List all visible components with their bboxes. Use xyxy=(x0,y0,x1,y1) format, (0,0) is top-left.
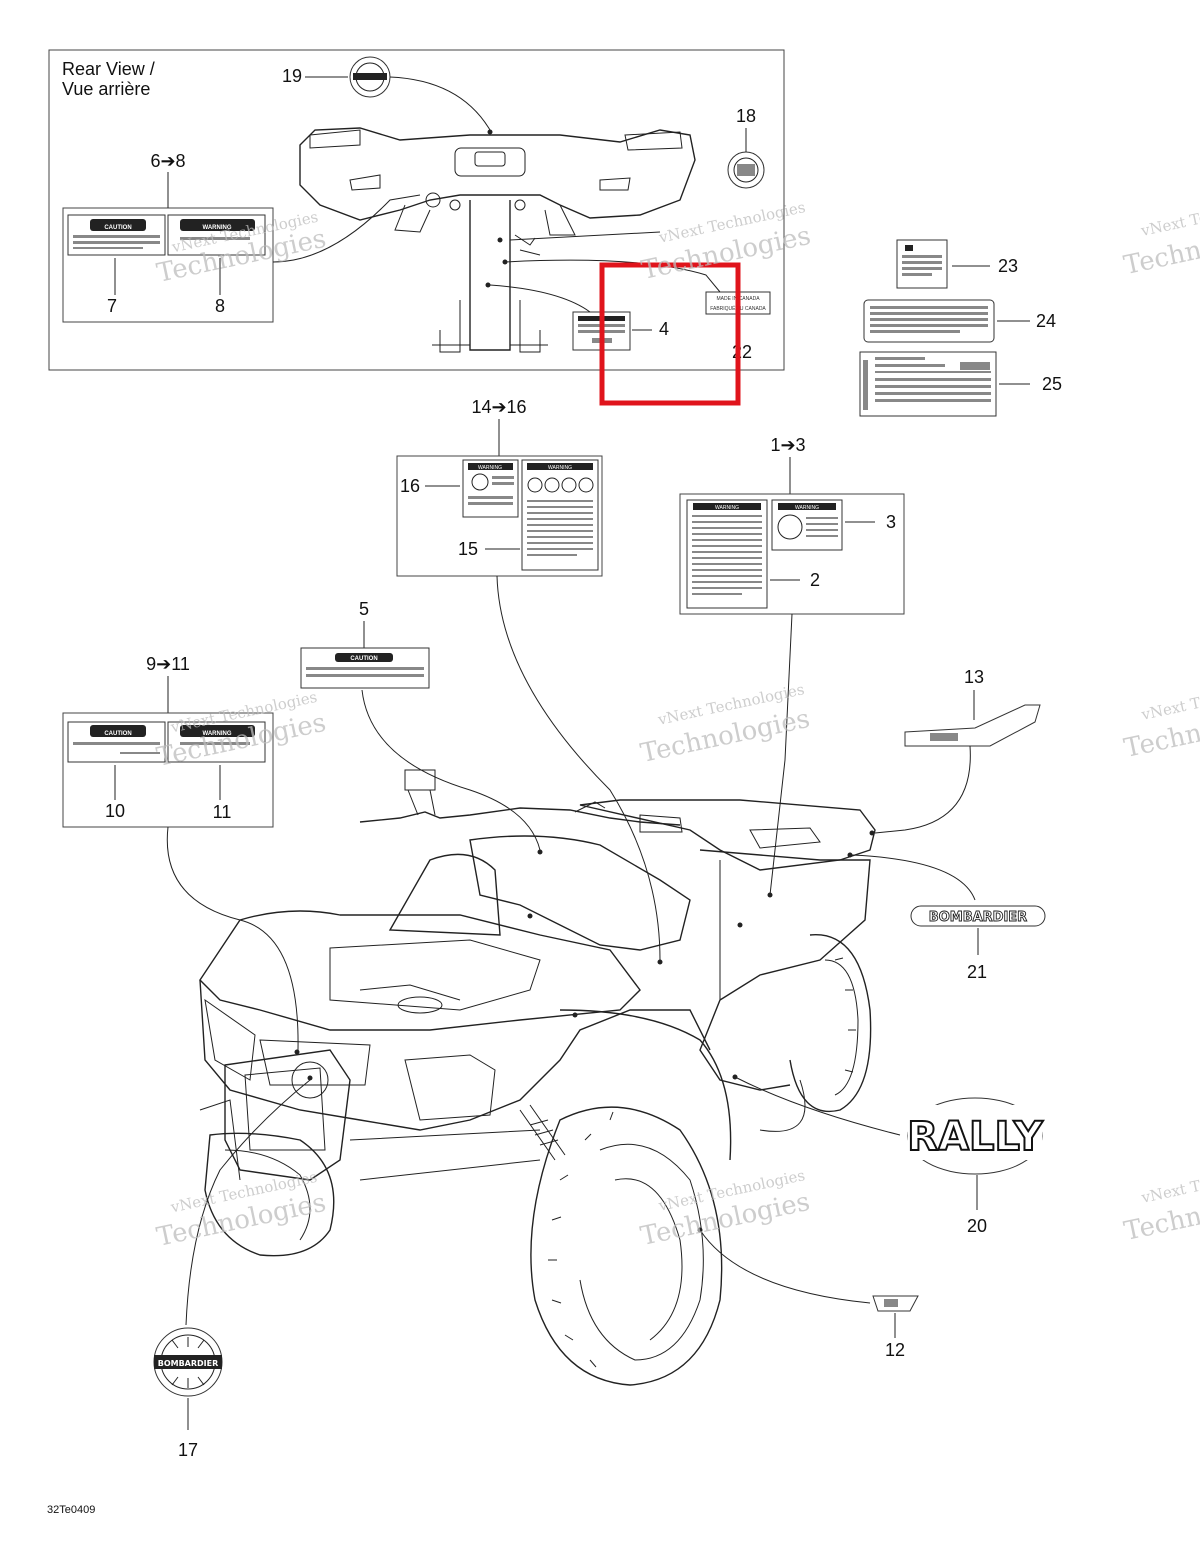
callout-3: 3 xyxy=(886,512,896,532)
callout-11: 11 xyxy=(213,802,232,822)
svg-text:WARNING: WARNING xyxy=(715,505,739,511)
callout-14-16: 14➔16 xyxy=(471,397,526,417)
callout-8: 8 xyxy=(215,296,225,316)
decal-8: WARNING xyxy=(167,214,266,256)
decal-20: RALLY xyxy=(906,1097,1045,1175)
decal-25 xyxy=(859,351,997,417)
highlight-box xyxy=(599,262,741,406)
decal-7: CAUTION xyxy=(67,214,166,256)
callout-1-3: 1➔3 xyxy=(770,435,805,455)
svg-text:WARNING: WARNING xyxy=(548,465,572,471)
decal-11: WARNING xyxy=(167,721,266,763)
rear-view-panel: Rear View / Vue arrière xyxy=(48,49,785,371)
decal-5: CAUTION xyxy=(300,647,430,689)
callout-25: 25 xyxy=(1042,374,1062,394)
decal-13 xyxy=(904,704,1041,747)
svg-text:vNext Technologies: vNext Technologies xyxy=(1139,1158,1200,1207)
callout-16: 16 xyxy=(400,476,420,496)
decal-12 xyxy=(872,1295,919,1312)
callout-21: 21 xyxy=(967,962,987,982)
decal-15: WARNING xyxy=(521,459,599,571)
svg-text:vNext Technologies: vNext Technologies xyxy=(1139,191,1200,240)
callout-23: 23 xyxy=(998,256,1018,276)
svg-text:WARNING: WARNING xyxy=(203,731,232,737)
svg-text:CAUTION: CAUTION xyxy=(104,731,131,737)
decal-19 xyxy=(349,56,391,98)
callout-5: 5 xyxy=(359,599,369,619)
callout-17: 17 xyxy=(178,1440,198,1460)
callout-20: 20 xyxy=(967,1216,987,1236)
callout-24: 24 xyxy=(1036,311,1056,331)
svg-text:BOMBARDIER: BOMBARDIER xyxy=(929,910,1027,925)
callout-6-8: 6➔8 xyxy=(150,151,185,171)
svg-text:WARNING: WARNING xyxy=(795,505,819,511)
decal-17: BOMBARDIER xyxy=(153,1327,223,1397)
callout-13: 13 xyxy=(964,667,984,687)
atv-rear-drawing xyxy=(299,127,696,353)
watermarks: vNext Technologies Technologies vNext Te… xyxy=(154,191,1200,1253)
decal-21: BOMBARDIER xyxy=(910,905,1046,927)
figure-code: 32Te0409 xyxy=(47,1504,95,1516)
callout-7: 7 xyxy=(107,296,117,316)
svg-text:CAUTION: CAUTION xyxy=(104,225,131,231)
callout-12: 12 xyxy=(885,1340,905,1360)
decal-10: CAUTION xyxy=(67,721,166,763)
decal-2: WARNING xyxy=(686,499,768,609)
decal-23 xyxy=(896,239,948,289)
callout-15: 15 xyxy=(458,539,478,559)
callout-4: 4 xyxy=(659,319,669,339)
svg-text:BOMBARDIER: BOMBARDIER xyxy=(158,1359,219,1368)
decal-3: WARNING xyxy=(771,499,843,551)
svg-text:CAUTION: CAUTION xyxy=(350,656,377,662)
rear-view-title-1: Rear View / xyxy=(62,59,155,79)
callout-18: 18 xyxy=(736,106,756,126)
callout-9-11: 9➔11 xyxy=(146,654,190,674)
decal-24 xyxy=(863,299,995,343)
callout-10: 10 xyxy=(105,801,125,821)
svg-text:vNext Technologies: vNext Technologies xyxy=(1139,675,1200,724)
decal-16: WARNING xyxy=(462,459,519,518)
rear-view-title-2: Vue arrière xyxy=(62,79,150,99)
svg-text:WARNING: WARNING xyxy=(478,465,502,471)
svg-text:WARNING: WARNING xyxy=(203,225,232,231)
callout-19: 19 xyxy=(282,66,302,86)
callout-22: 22 xyxy=(732,342,752,362)
svg-text:RALLY: RALLY xyxy=(907,1114,1044,1160)
decal-18 xyxy=(727,151,765,189)
callout-2: 2 xyxy=(810,570,820,590)
atv-drawing xyxy=(199,769,876,1386)
